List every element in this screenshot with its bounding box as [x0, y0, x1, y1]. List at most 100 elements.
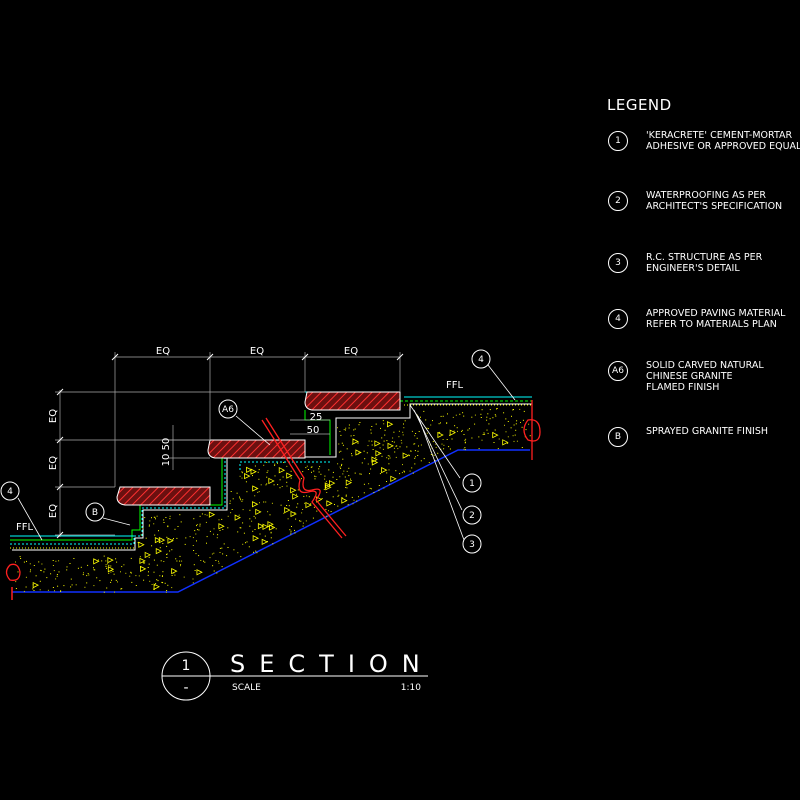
aggregate-dot [334, 504, 335, 505]
aggregate-dot [58, 560, 60, 562]
aggregate-dot [155, 583, 157, 585]
aggregate-dot [15, 588, 17, 589]
aggregate-triangle [345, 479, 353, 486]
aggregate-dot [503, 412, 505, 414]
aggregate-dot [383, 440, 385, 442]
aggregate-dot [461, 430, 463, 432]
dim-50: 50 [307, 425, 320, 436]
aggregate-dot [324, 478, 326, 480]
aggregate-dot [496, 408, 498, 409]
aggregate-dot [359, 422, 361, 423]
aggregate-dot [130, 557, 132, 559]
aggregate-dot [257, 491, 259, 493]
aggregate-dot [175, 558, 177, 560]
aggregate-dot [246, 541, 248, 543]
aggregate-dot [522, 419, 524, 421]
aggregate-dot [172, 539, 174, 541]
aggregate-dot [204, 561, 206, 563]
aggregate-dot [306, 465, 308, 467]
aggregate-dot [380, 427, 381, 429]
aggregate-dot [110, 565, 112, 567]
aggregate-dot [520, 422, 521, 423]
aggregate-dot [290, 470, 292, 472]
aggregate-triangle [246, 466, 253, 473]
aggregate-dot [145, 537, 147, 539]
aggregate-dot [105, 564, 107, 566]
aggregate-dot [342, 458, 344, 460]
aggregate-triangle [374, 440, 381, 447]
aggregate-dot [158, 530, 159, 532]
dim-eq-3: EQ [344, 346, 358, 357]
aggregate-dot [166, 553, 168, 555]
aggregate-dot [433, 454, 435, 456]
aggregate-dot [167, 584, 169, 586]
aggregate-dot [179, 555, 181, 557]
aggregate-dot [287, 500, 289, 501]
aggregate-dot [180, 564, 182, 565]
aggregate-dot [162, 543, 164, 544]
aggregate-dot [302, 509, 304, 510]
aggregate-dot [271, 526, 273, 528]
aggregate-triangle [138, 541, 145, 548]
aggregate-dot [179, 560, 181, 562]
aggregate-dot [340, 467, 342, 469]
aggregate-dot [55, 578, 57, 580]
aggregate-dot [363, 483, 365, 485]
aggregate-dot [302, 525, 304, 527]
aggregate-dot [389, 457, 391, 459]
aggregate-dot [52, 587, 54, 588]
aggregate-dot [103, 555, 105, 557]
aggregate-dot [310, 503, 312, 505]
aggregate-dot [379, 447, 381, 449]
aggregate-dot [352, 503, 354, 505]
aggregate-dot [258, 491, 260, 493]
aggregate-dot [435, 446, 437, 448]
dim-eq-v1: EQ [48, 409, 59, 423]
aggregate-dot [166, 545, 168, 547]
aggregate-dot [25, 586, 27, 588]
aggregate-triangle [153, 583, 160, 590]
aggregate-triangle [218, 523, 225, 530]
aggregate-dot [192, 578, 194, 580]
aggregate-dot [418, 445, 419, 447]
aggregate-dot [151, 517, 152, 519]
aggregate-dot [107, 563, 109, 565]
aggregate-dot [486, 419, 488, 421]
aggregate-dot [516, 420, 518, 422]
aggregate-dot [489, 418, 491, 420]
aggregate-dot [300, 520, 302, 522]
aggregate-dot [357, 442, 359, 444]
aggregate-dot [290, 533, 292, 535]
aggregate-triangle [262, 523, 269, 530]
aggregate-dot [184, 543, 186, 545]
aggregate-dot [143, 562, 145, 564]
legend-text: WATERPROOFING AS PER ARCHITECT'S SPECIFI… [646, 190, 783, 212]
aggregate-dot [216, 572, 218, 574]
aggregate-dot [343, 429, 345, 431]
aggregate-dot [366, 452, 368, 454]
aggregate-dot [279, 487, 281, 489]
break-line [5, 400, 541, 581]
aggregate-dot [391, 441, 393, 442]
aggregate-dot [348, 467, 350, 469]
legend-tag: 1 [608, 131, 628, 151]
aggregate-dot [240, 499, 242, 501]
aggregate-dot [341, 442, 343, 444]
legend-tag: 3 [608, 253, 628, 273]
aggregate-dot [314, 475, 316, 477]
aggregate-dot [176, 560, 178, 562]
aggregate-dot [414, 457, 416, 459]
aggregate-dot [403, 470, 405, 472]
aggregate-triangle [257, 522, 265, 530]
aggregate-dot [510, 427, 512, 429]
aggregate-dot [338, 494, 340, 496]
aggregate-dot [167, 526, 169, 528]
aggregate-dot [229, 502, 231, 504]
aggregate-dot [464, 442, 466, 444]
aggregate-dot [468, 428, 470, 430]
aggregate-dot [248, 546, 250, 548]
aggregate-dot [199, 525, 201, 527]
legend-text: APPROVED PAVING MATERIAL REFER TO MATERI… [646, 308, 786, 330]
aggregate-dot [275, 528, 277, 530]
aggregate-dot [465, 438, 467, 440]
